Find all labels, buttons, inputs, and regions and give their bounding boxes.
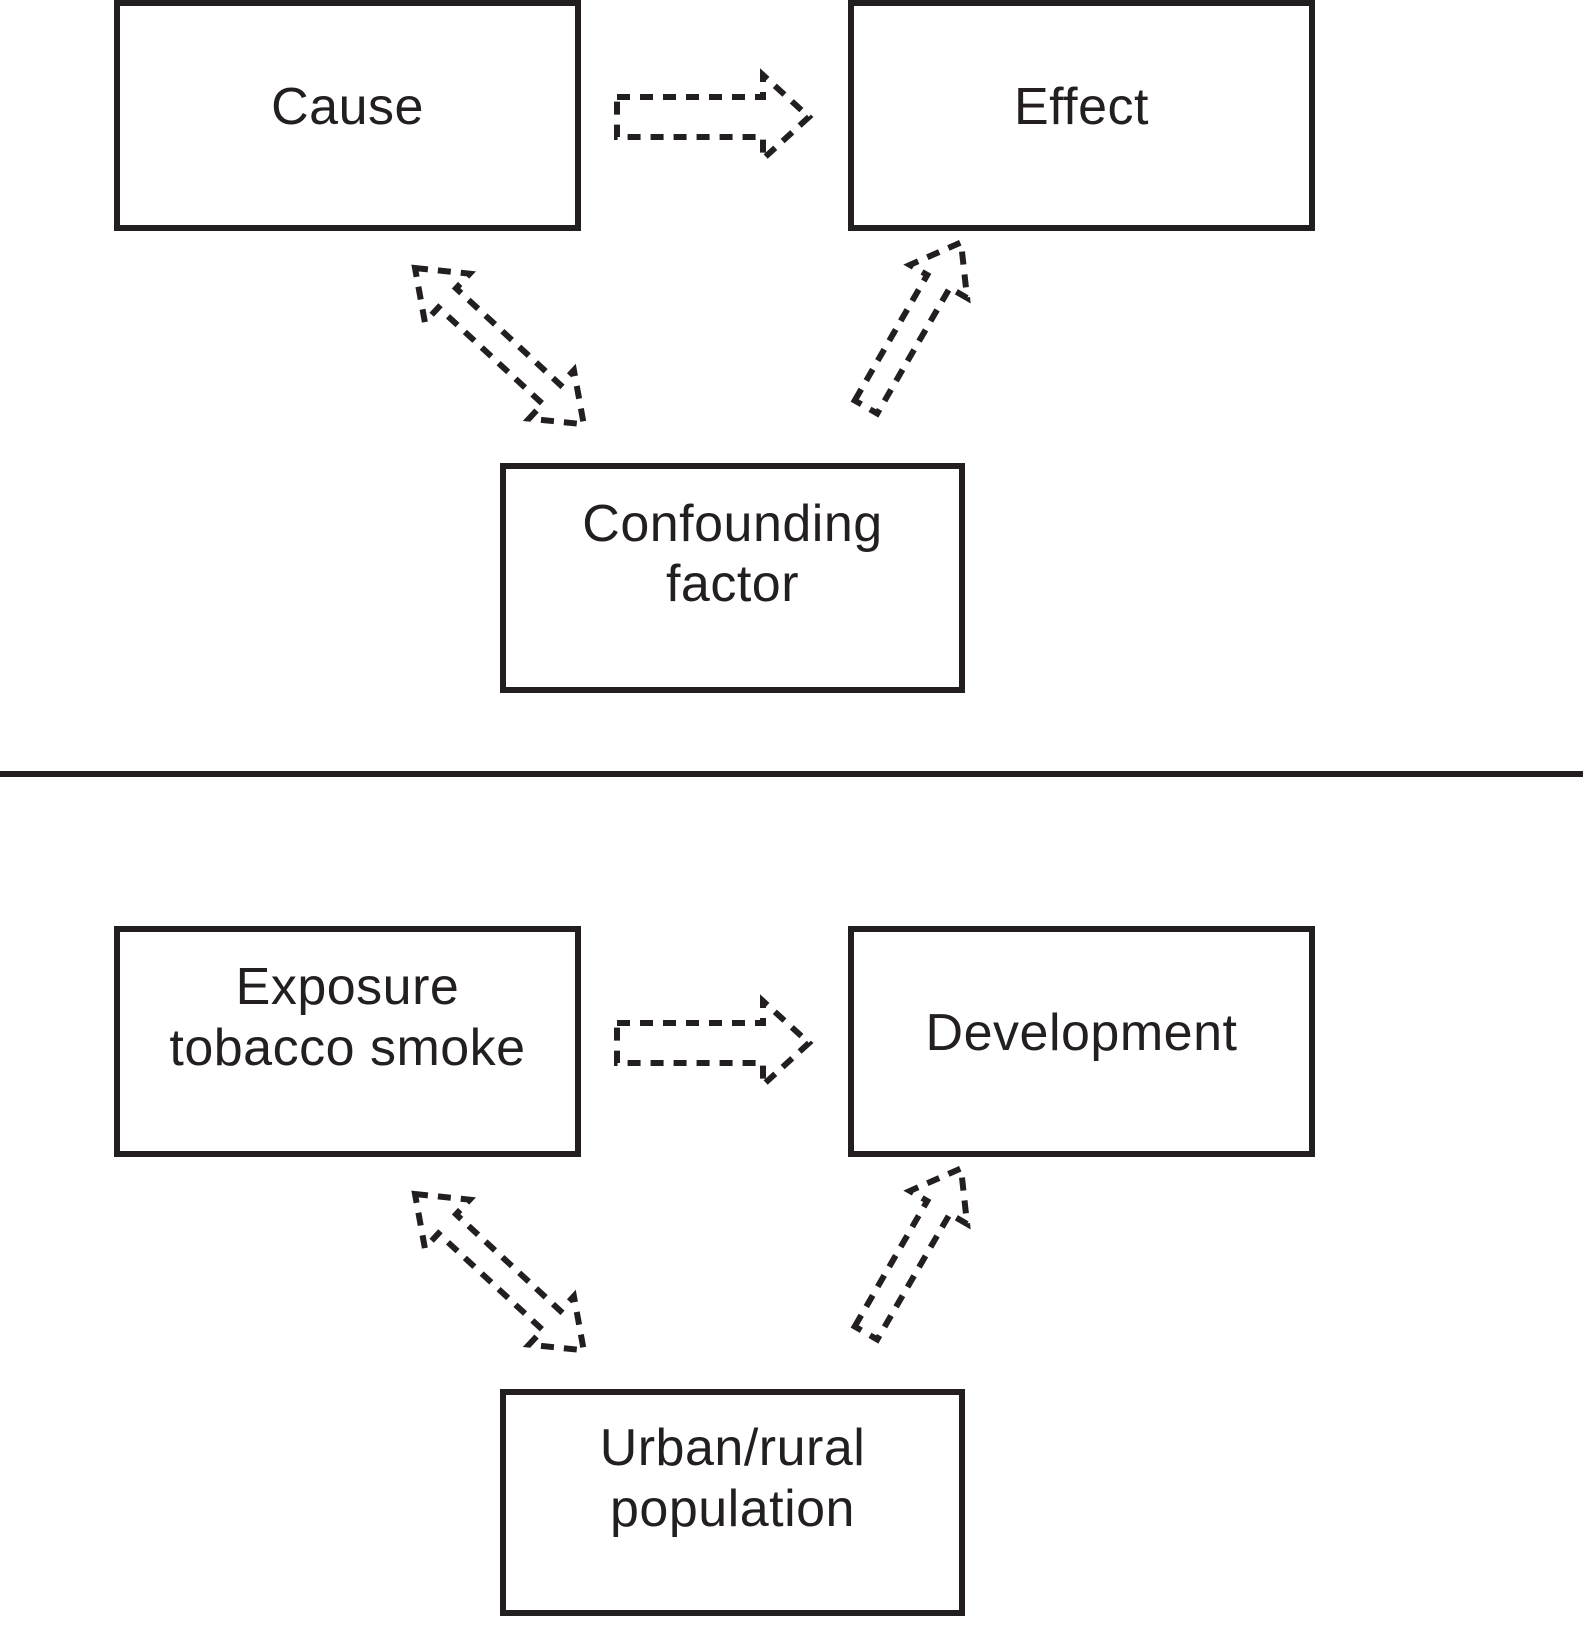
exposure-tobacco-smoke-box-label: Exposure tobacco smoke xyxy=(169,958,526,1077)
cause-to-effect-arrow xyxy=(617,75,809,159)
confounding-to-effect-arrow xyxy=(837,226,989,424)
exposure-to-development-arrow xyxy=(617,1001,809,1085)
confounding-factor-box-label: Confounding factor xyxy=(582,494,883,613)
effect-box-label: Effect xyxy=(1013,78,1149,137)
arrow-group xyxy=(393,75,990,1374)
cause-box-label: Cause xyxy=(271,78,424,137)
confounding-factor-box: Confounding factor xyxy=(500,463,965,693)
development-box-label: Development xyxy=(925,1004,1238,1063)
exposure-tobacco-smoke-box: Exposure tobacco smoke xyxy=(114,926,581,1157)
panel-divider xyxy=(0,771,1583,777)
urban-rural-population-box-label: Urban/rural population xyxy=(599,1419,866,1538)
exposure-population-arrow xyxy=(393,1170,607,1375)
population-to-development-arrow xyxy=(837,1152,989,1350)
cause-box: Cause xyxy=(114,0,581,231)
cause-confounding-arrow xyxy=(393,244,607,449)
urban-rural-population-box: Urban/rural population xyxy=(500,1389,965,1616)
effect-box: Effect xyxy=(848,0,1315,231)
development-box: Development xyxy=(848,926,1315,1157)
